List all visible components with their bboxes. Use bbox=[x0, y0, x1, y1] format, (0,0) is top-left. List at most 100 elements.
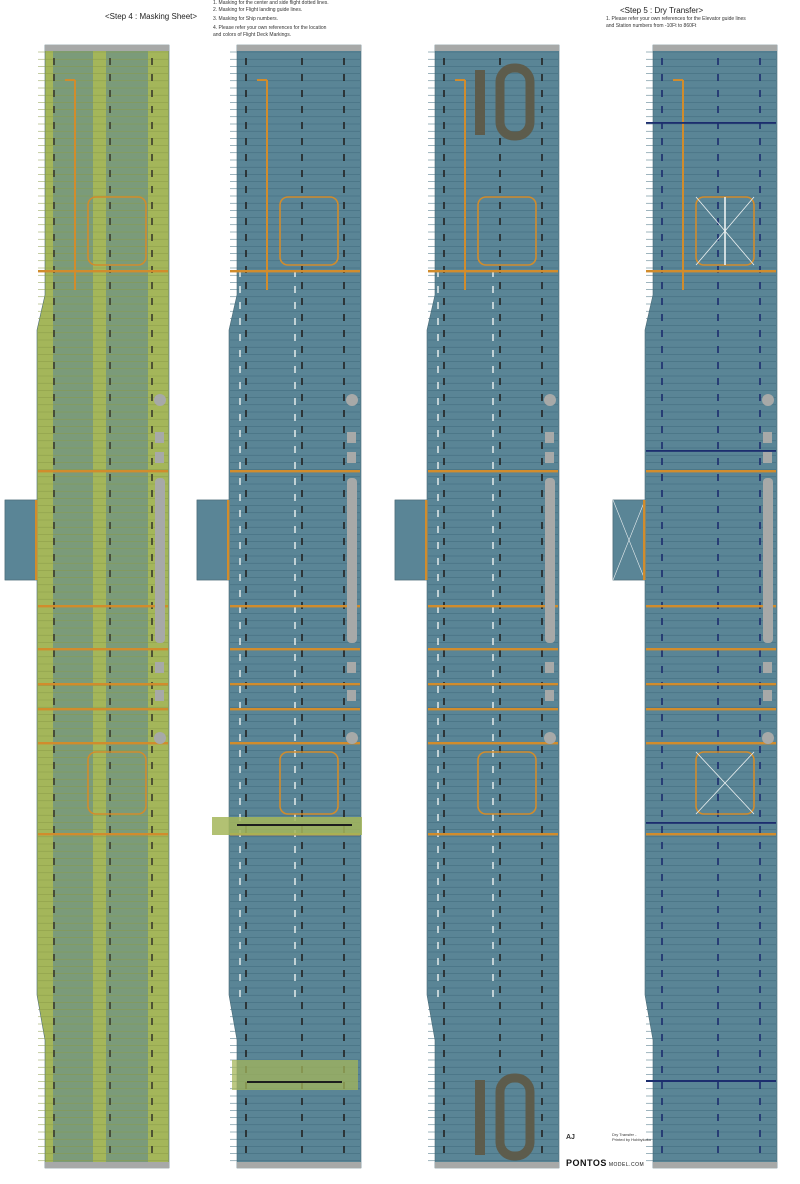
elevator-forward bbox=[279, 196, 339, 266]
orange-cross-line bbox=[38, 470, 168, 473]
elevator-left bbox=[196, 499, 230, 581]
orange-cross-line bbox=[646, 742, 776, 745]
dry-transfer-label: Dry Transfer - Printed by Hobbykoko bbox=[612, 1132, 651, 1142]
fixture-round bbox=[346, 732, 358, 744]
fixture-square bbox=[155, 452, 164, 463]
fixture-square bbox=[545, 452, 554, 463]
orange-cross-line bbox=[646, 605, 776, 608]
masking-note-1: 1. Masking for the center and side fligh… bbox=[213, 0, 329, 6]
dry-transfer-notes: 1. Please refer your own references for … bbox=[606, 16, 746, 30]
elevator-forward bbox=[477, 196, 537, 266]
number-one bbox=[475, 70, 485, 135]
number-one bbox=[475, 1080, 485, 1155]
deck-end-top bbox=[435, 45, 559, 51]
fixture-square bbox=[763, 690, 772, 701]
step5-title: <Step 5 : Dry Transfer> bbox=[620, 6, 704, 15]
navy-stripe bbox=[646, 1080, 776, 1082]
orange-cross-line bbox=[230, 270, 360, 273]
orange-cross-line bbox=[428, 683, 558, 686]
fixture-round bbox=[346, 394, 358, 406]
fixture-square bbox=[763, 662, 772, 673]
dry-note-2: and Station numbers from -10Ft to 860Ft bbox=[606, 23, 697, 29]
elevator-aft bbox=[695, 751, 755, 815]
fixture-square bbox=[763, 452, 772, 463]
orange-cross-line bbox=[230, 605, 360, 608]
elevator-rail bbox=[643, 500, 646, 580]
elevator-rail bbox=[35, 500, 38, 580]
deck-end-bottom bbox=[237, 1162, 361, 1168]
elevator-aft bbox=[279, 751, 339, 815]
orange-cross-line bbox=[428, 605, 558, 608]
orange-cross-line bbox=[230, 742, 360, 745]
orange-cross-line bbox=[230, 708, 360, 711]
logo-site: MODEL.COM bbox=[608, 1162, 645, 1168]
deck-strip-dry-transfer bbox=[612, 44, 778, 1169]
orange-cross-line bbox=[428, 742, 558, 745]
fixture-square bbox=[347, 432, 356, 443]
deck-end-top bbox=[45, 45, 169, 51]
deck-end-top bbox=[237, 45, 361, 51]
elevator-x bbox=[695, 751, 755, 815]
orange-cross-line bbox=[428, 470, 558, 473]
orange-cross-line bbox=[230, 648, 360, 651]
deck-strip-ship-number bbox=[394, 44, 560, 1169]
side-track bbox=[545, 478, 555, 643]
orange-cross-line bbox=[230, 470, 360, 473]
number-zero bbox=[495, 63, 535, 141]
fixture-round bbox=[154, 394, 166, 406]
orange-cross-line bbox=[38, 742, 168, 745]
step4-title: <Step 4 : Masking Sheet> bbox=[105, 12, 198, 21]
orange-cross-line bbox=[646, 683, 776, 686]
dry-label: Dry Transfer - bbox=[612, 1132, 637, 1137]
fixture-square bbox=[545, 432, 554, 443]
deck-end-bottom bbox=[45, 1162, 169, 1168]
elevator-x bbox=[612, 499, 646, 581]
number-zero bbox=[495, 1073, 535, 1161]
orange-cross-line bbox=[646, 270, 776, 273]
elevator-aft bbox=[87, 751, 147, 815]
elevator-forward bbox=[87, 196, 147, 266]
orange-cross-line bbox=[38, 648, 168, 651]
masking-note-5: and colors of Flight Deck Markings. bbox=[213, 32, 292, 38]
fixture-round bbox=[762, 732, 774, 744]
orange-cross-line bbox=[38, 270, 168, 273]
dry-note-1: 1. Please refer your own references for … bbox=[606, 16, 746, 22]
elevator-aft bbox=[477, 751, 537, 815]
fixture-round bbox=[544, 732, 556, 744]
mask-line bbox=[237, 824, 352, 826]
elevator-rail bbox=[227, 500, 230, 580]
dry-sub: Printed by Hobbykoko bbox=[612, 1137, 652, 1142]
mask-band bbox=[232, 1060, 358, 1090]
navy-stripe bbox=[646, 822, 776, 824]
elevator-rail bbox=[425, 500, 428, 580]
orange-cross-line bbox=[38, 605, 168, 608]
deck-strip-masking bbox=[4, 44, 170, 1169]
fixture-square bbox=[763, 432, 772, 443]
elevator-left bbox=[4, 499, 38, 581]
masking-note-3: 3. Masking for Ship numbers. bbox=[213, 16, 279, 22]
navy-stripe bbox=[646, 450, 776, 452]
fixture-square bbox=[347, 690, 356, 701]
fixture-round bbox=[544, 394, 556, 406]
side-track bbox=[155, 478, 165, 643]
fixture-square bbox=[347, 662, 356, 673]
masking-note-2: 2. Masking for Flight landing guide line… bbox=[213, 7, 303, 13]
deck-end-bottom bbox=[653, 1162, 777, 1168]
deck-end-bottom bbox=[435, 1162, 559, 1168]
fixture-square bbox=[347, 452, 356, 463]
fixture-round bbox=[154, 732, 166, 744]
elevator-left bbox=[394, 499, 428, 581]
fixture-round bbox=[762, 394, 774, 406]
orange-cross-line bbox=[38, 708, 168, 711]
side-track bbox=[763, 478, 773, 643]
deck-end-top bbox=[653, 45, 777, 51]
masking-notes: 1. Masking for the center and side fligh… bbox=[213, 0, 329, 39]
orange-cross-line bbox=[646, 708, 776, 711]
orange-cross-line bbox=[38, 683, 168, 686]
deck-strip-masked-lines bbox=[196, 44, 362, 1169]
fixture-square bbox=[155, 432, 164, 443]
orange-cross-line bbox=[428, 648, 558, 651]
orange-cross-line bbox=[646, 833, 776, 836]
orange-cross-line bbox=[646, 470, 776, 473]
